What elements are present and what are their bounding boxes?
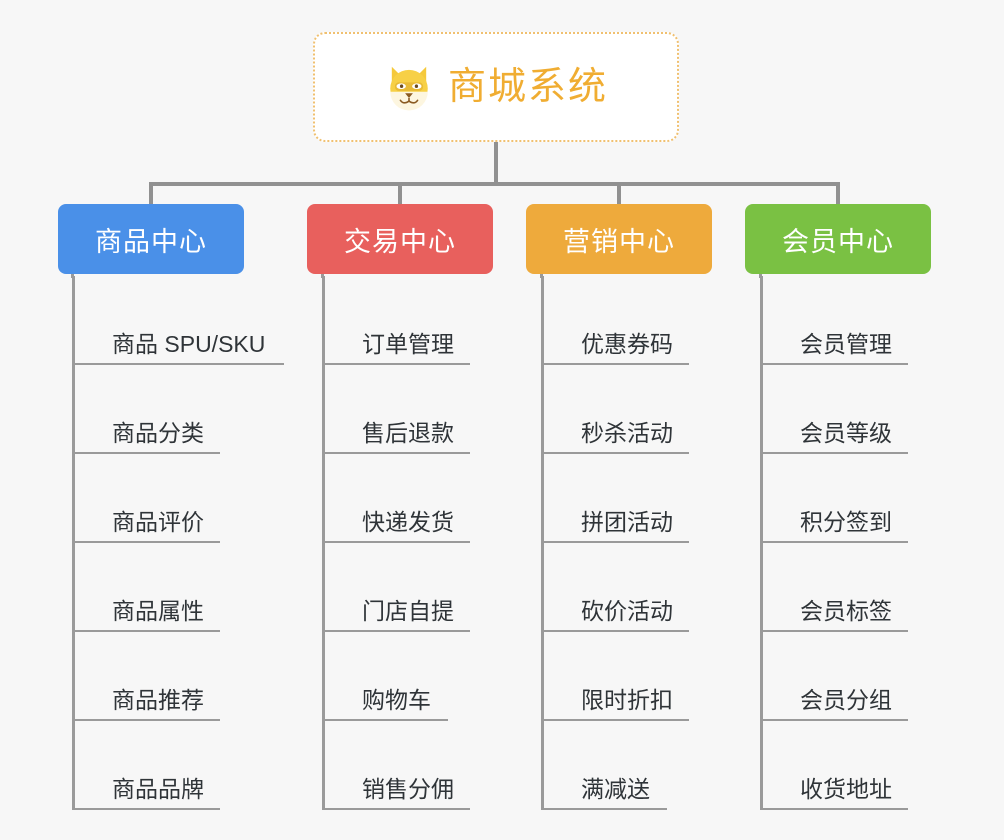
- leaf-item-label: 会员管理: [800, 331, 892, 358]
- category-label: 会员中心: [782, 226, 894, 257]
- leaf-item[interactable]: 积分签到: [760, 454, 908, 543]
- leaf-item[interactable]: 收货地址: [760, 721, 908, 810]
- leaf-item[interactable]: 销售分佣: [322, 721, 470, 810]
- leaf-item[interactable]: 售后退款: [322, 365, 470, 454]
- category-box-product-center[interactable]: 商品中心: [58, 204, 244, 274]
- leaf-item-label: 购物车: [362, 687, 431, 714]
- leaf-item-label: 订单管理: [362, 331, 454, 358]
- root-node[interactable]: 商城系统: [313, 32, 679, 142]
- leaf-column-trade-center: 订单管理售后退款快递发货门店自提购物车销售分佣: [322, 276, 562, 810]
- leaf-item-label: 会员等级: [800, 420, 892, 447]
- leaf-item-label: 拼团活动: [581, 509, 673, 536]
- leaf-underline: [760, 719, 908, 721]
- leaf-underline: [322, 452, 470, 454]
- leaf-underline: [541, 452, 689, 454]
- leaf-item-label: 快递发货: [362, 509, 454, 536]
- leaf-underline: [541, 808, 667, 810]
- leaf-column-member-center: 会员管理会员等级积分签到会员标签会员分组收货地址: [760, 276, 1000, 810]
- leaf-item[interactable]: 限时折扣: [541, 632, 689, 721]
- leaf-item[interactable]: 砍价活动: [541, 543, 689, 632]
- leaf-item[interactable]: 秒杀活动: [541, 365, 689, 454]
- leaf-underline: [760, 808, 908, 810]
- leaf-underline: [322, 541, 470, 543]
- leaf-item-label: 优惠券码: [581, 331, 673, 358]
- leaf-underline: [72, 452, 220, 454]
- leaf-item[interactable]: 优惠券码: [541, 276, 689, 365]
- leaf-underline: [322, 363, 470, 365]
- column-spine: [322, 276, 325, 810]
- leaf-item[interactable]: 商品评价: [72, 454, 220, 543]
- leaf-item[interactable]: 商品分类: [72, 365, 220, 454]
- leaf-item[interactable]: 会员等级: [760, 365, 908, 454]
- drop-connector-product-center: [149, 182, 153, 204]
- column-spine: [541, 276, 544, 810]
- leaf-item-label: 秒杀活动: [581, 420, 673, 447]
- leaf-item-label: 积分签到: [800, 509, 892, 536]
- leaf-item[interactable]: 商品推荐: [72, 632, 220, 721]
- leaf-item[interactable]: 商品品牌: [72, 721, 220, 810]
- leaf-item[interactable]: 订单管理: [322, 276, 470, 365]
- leaf-item-label: 销售分佣: [362, 776, 454, 803]
- leaf-underline: [322, 719, 448, 721]
- leaf-item-label: 砍价活动: [581, 598, 673, 625]
- root-title: 商城系统: [447, 66, 608, 108]
- leaf-item-label: 商品 SPU/SKU: [112, 331, 266, 358]
- shiba-dog-face-icon: [390, 66, 428, 111]
- leaf-item[interactable]: 商品属性: [72, 543, 220, 632]
- leaf-item[interactable]: 购物车: [322, 632, 448, 721]
- leaf-item[interactable]: 门店自提: [322, 543, 470, 632]
- leaf-item-label: 收货地址: [800, 776, 892, 803]
- leaf-underline: [760, 452, 908, 454]
- leaf-item-label: 售后退款: [362, 420, 454, 447]
- leaf-item[interactable]: 商品 SPU/SKU: [72, 276, 284, 365]
- drop-connector-marketing-center: [617, 182, 621, 204]
- leaf-underline: [541, 630, 689, 632]
- leaf-underline: [760, 363, 908, 365]
- horizontal-bus-connector: [149, 182, 840, 186]
- leaf-underline: [322, 808, 470, 810]
- leaf-column-product-center: 商品 SPU/SKU 商品分类商品评价商品属性商品推荐商品品牌: [72, 276, 312, 810]
- leaf-item-label: 商品品牌: [112, 776, 204, 803]
- leaf-item-label: 商品属性: [112, 598, 204, 625]
- leaf-item-label: 门店自提: [362, 598, 454, 625]
- leaf-underline: [72, 541, 220, 543]
- leaf-underline: [760, 630, 908, 632]
- leaf-underline: [72, 630, 220, 632]
- leaf-item[interactable]: 快递发货: [322, 454, 470, 543]
- category-label: 商品中心: [95, 226, 207, 257]
- root-node-content: 商城系统: [384, 62, 608, 112]
- leaf-underline: [541, 719, 689, 721]
- leaf-column-marketing-center: 优惠券码秒杀活动拼团活动砍价活动限时折扣满减送: [541, 276, 781, 810]
- drop-connector-member-center: [836, 182, 840, 204]
- leaf-item-label: 限时折扣: [581, 687, 673, 714]
- category-box-trade-center[interactable]: 交易中心: [307, 204, 493, 274]
- leaf-item-label: 会员标签: [800, 598, 892, 625]
- leaf-item-label: 商品评价: [112, 509, 204, 536]
- leaf-underline: [541, 541, 689, 543]
- leaf-item[interactable]: 会员分组: [760, 632, 908, 721]
- leaf-underline: [541, 363, 689, 365]
- root-stem-connector: [494, 142, 498, 186]
- drop-connector-trade-center: [398, 182, 402, 204]
- leaf-item[interactable]: 满减送: [541, 721, 667, 810]
- category-box-marketing-center[interactable]: 营销中心: [526, 204, 712, 274]
- leaf-underline: [72, 363, 284, 365]
- leaf-item-label: 满减送: [581, 776, 650, 803]
- category-box-member-center[interactable]: 会员中心: [745, 204, 931, 274]
- leaf-item[interactable]: 会员管理: [760, 276, 908, 365]
- leaf-underline: [72, 719, 220, 721]
- leaf-underline: [72, 808, 220, 810]
- leaf-item-label: 商品推荐: [112, 687, 204, 714]
- column-spine: [72, 276, 75, 810]
- leaf-item[interactable]: 会员标签: [760, 543, 908, 632]
- leaf-item-label: 商品分类: [112, 420, 204, 447]
- category-label: 交易中心: [344, 226, 456, 257]
- leaf-underline: [760, 541, 908, 543]
- column-spine: [760, 276, 763, 810]
- category-label: 营销中心: [563, 226, 675, 257]
- leaf-item[interactable]: 拼团活动: [541, 454, 689, 543]
- leaf-item-label: 会员分组: [800, 687, 892, 714]
- leaf-underline: [322, 630, 470, 632]
